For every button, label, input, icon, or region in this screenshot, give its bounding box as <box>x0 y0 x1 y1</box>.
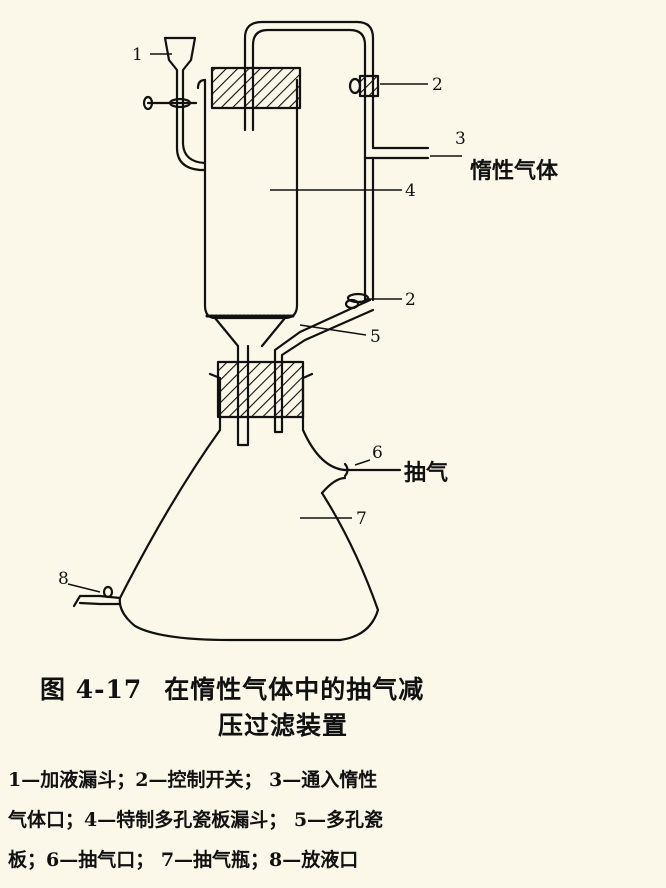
vacuum-side-arm <box>320 462 402 495</box>
figure-number: 图 4-17 <box>40 675 143 704</box>
label-7: 7 <box>356 509 367 529</box>
label-1: 1 <box>132 45 143 65</box>
legend-line1: 1—加液漏斗；2—控制开关； 3—通入惰性 <box>8 769 378 791</box>
stopcock-upper <box>348 74 380 98</box>
flask-stopper <box>216 360 305 419</box>
figure-title-line1: 在惰性气体中的抽气减 <box>164 675 425 704</box>
figure-title-line2: 压过滤装置 <box>218 711 349 740</box>
label-3: 3 <box>455 129 466 149</box>
label-4: 4 <box>405 181 416 201</box>
inert-gas-tube <box>243 20 430 302</box>
connecting-tube <box>273 298 375 434</box>
vacuum-label: 抽气 <box>404 460 448 486</box>
addition-funnel <box>142 36 207 172</box>
label-6: 6 <box>372 443 383 463</box>
suction-flask <box>118 372 380 642</box>
label-2-upper: 2 <box>432 75 443 95</box>
label-8: 8 <box>58 569 69 589</box>
figure-caption: 图 4-17 在惰性气体中的抽气减 压过滤装置 <box>40 672 630 744</box>
top-stopper <box>210 66 302 110</box>
legend-line2: 气体口；4—特制多孔瓷板漏斗； 5—多孔瓷 <box>8 809 384 831</box>
figure-legend: 1—加液漏斗；2—控制开关； 3—通入惰性 气体口；4—特制多孔瓷板漏斗； 5—… <box>8 760 658 880</box>
apparatus-diagram: 1 2 3 4 2 5 6 7 8 惰性气体 抽气 <box>58 20 559 642</box>
legend-line3: 板；6—抽气口； 7—抽气瓶；8—放液口 <box>8 849 359 871</box>
label-5: 5 <box>370 327 381 347</box>
label-2-lower: 2 <box>405 290 416 310</box>
inert-gas-label: 惰性气体 <box>470 158 559 184</box>
drain-outlet <box>72 585 122 608</box>
